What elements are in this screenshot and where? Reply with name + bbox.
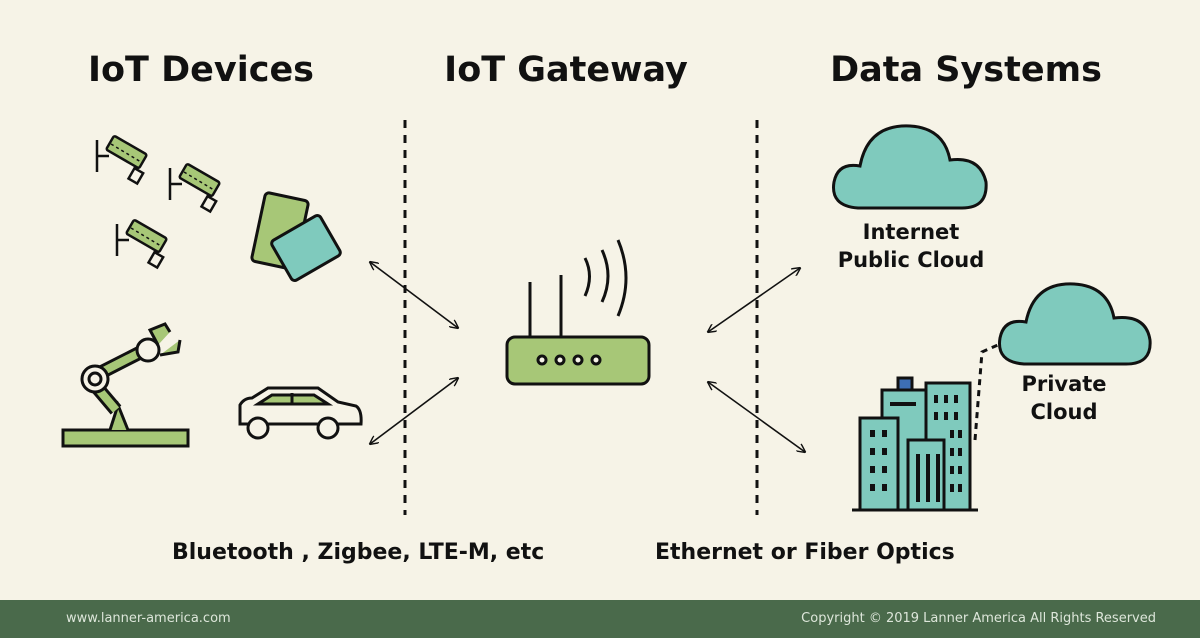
arrow-devices-gateway-top (370, 262, 458, 328)
building-icon (852, 376, 978, 512)
cloud-icon (998, 282, 1152, 366)
router-icon (505, 239, 651, 386)
security-camera-icon (115, 218, 169, 269)
heading-iot-devices: IoT Devices (87, 50, 315, 90)
private-cloud-label: Private Cloud (1021, 370, 1106, 426)
arrow-gateway-datacenter (708, 382, 805, 452)
wired-protocols-caption: Ethernet or Fiber Optics (655, 540, 955, 565)
private-cloud-line-2: Cloud (1030, 400, 1098, 424)
public-cloud-line-2: Public Cloud (837, 248, 985, 272)
smartphone-icon (270, 214, 342, 282)
security-camera-icon (95, 134, 149, 185)
arrow-gateway-cloud (708, 268, 800, 332)
footer-website: www.lanner-america.com (66, 611, 231, 626)
car-icon (238, 386, 363, 440)
wireless-protocols-caption: Bluetooth , Zigbee, LTE-M, etc (172, 540, 545, 565)
robot-arm-icon (61, 322, 190, 448)
arrow-devices-gateway-bottom (370, 378, 458, 444)
security-camera-icon (168, 162, 222, 213)
heading-data-systems: Data Systems (830, 50, 1102, 90)
public-cloud-line-1: Internet (862, 220, 960, 244)
heading-iot-gateway: IoT Gateway (444, 50, 688, 90)
private-link (973, 342, 1001, 441)
public-cloud-label: Internet Public Cloud (838, 218, 985, 274)
private-cloud-line-1: Private (1021, 372, 1107, 396)
footer-bar: www.lanner-america.com Copyright © 2019 … (0, 600, 1200, 638)
cloud-icon (832, 124, 988, 210)
footer-copyright: Copyright © 2019 Lanner America All Righ… (801, 611, 1156, 626)
